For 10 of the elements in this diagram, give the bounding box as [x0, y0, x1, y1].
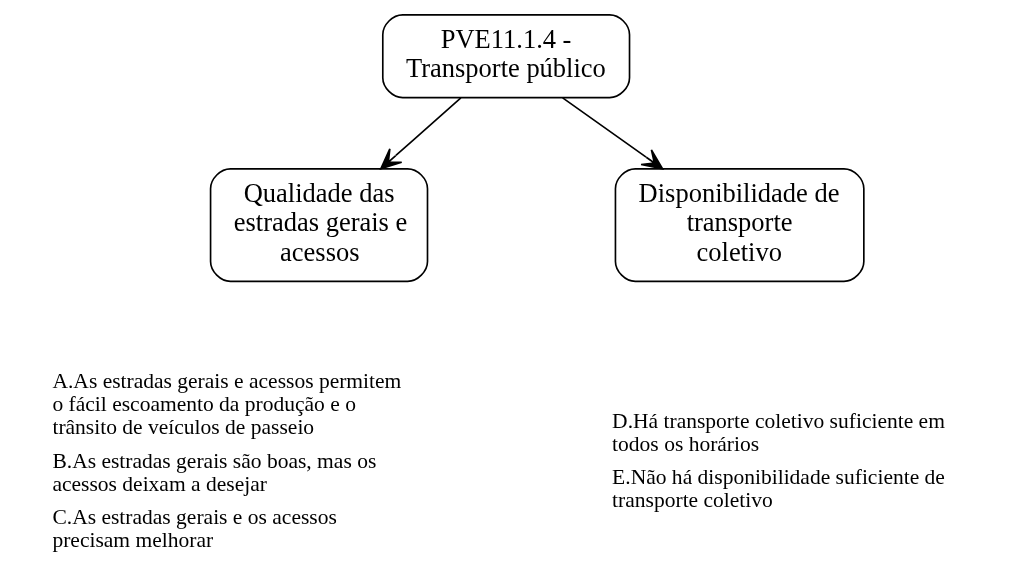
node-label: D.Há transporte coletivo suficiente em todos os horários: [612, 408, 945, 456]
node-label: E.Não há disponibilidade suficiente de transporte coletivo: [612, 465, 945, 513]
node-label: B.As estradas gerais são boas, mas os acessos deixam a desejar: [52, 448, 377, 496]
node-label: A.As estradas gerais e acessos permitem o fácil escoamento da produção e o trânsito de veículos de passeio: [52, 369, 402, 440]
arrow: [380, 97, 462, 170]
arrow: [561, 97, 664, 170]
node-label: C.As estradas gerais e os acessos precisam melhorar: [52, 504, 337, 553]
node-box: Disponibilidade de transporte coletivo: [614, 168, 865, 283]
node-box: Qualidade das estradas gerais e acessos: [209, 168, 429, 283]
node-box: PVE11.1.4 - Transporte público: [381, 13, 631, 99]
